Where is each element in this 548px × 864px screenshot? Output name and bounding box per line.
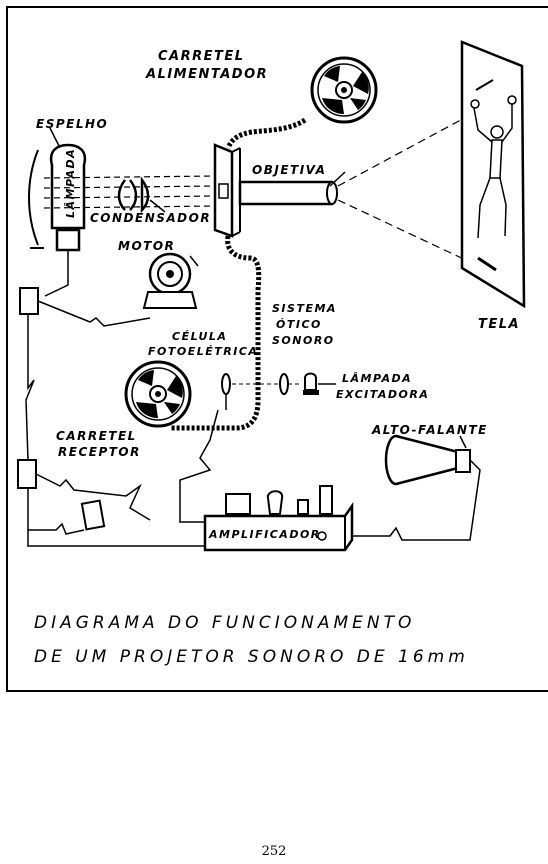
label-supply-reel-1: CARRETEL: [158, 49, 245, 64]
label-take-up-reel-2: RECEPTOR: [58, 445, 141, 459]
label-exciter-lamp-1: LÂMPADA: [342, 371, 412, 385]
motor: [144, 254, 198, 308]
loudspeaker: [386, 436, 470, 484]
label-take-up-reel-1: CARRETEL: [56, 429, 137, 443]
caption-line-2: DE UM PROJETOR SONORO DE 16mm: [34, 647, 469, 667]
screen: [462, 42, 524, 306]
caption-line-1: DIAGRAMA DO FUNCIONAMENTO: [34, 613, 415, 633]
label-mirror: ESPELHO: [36, 117, 108, 131]
sound-optics: [232, 374, 336, 396]
label-exciter-lamp-2: EXCITADORA: [336, 388, 429, 401]
label-photocell-2: FOTOELÉTRICA: [148, 345, 258, 358]
page-number: 252: [0, 844, 548, 859]
label-motor: MOTOR: [118, 239, 175, 253]
label-loudspeaker: ALTO-FALANTE: [371, 423, 488, 437]
film-gate: [215, 145, 240, 236]
label-screen: TELA: [478, 317, 520, 332]
label-supply-reel-2: ALIMENTADOR: [145, 67, 268, 82]
take-up-reel: [126, 362, 190, 426]
mirror: [29, 150, 38, 245]
photocell: [222, 374, 230, 410]
label-lens: OBJETIVA: [252, 163, 326, 177]
label-lamp: LÂMPADA: [63, 148, 77, 218]
label-optical-system-1: SISTEMA: [272, 302, 337, 315]
label-optical-system-2: ÓTICO: [276, 318, 322, 331]
projection-beam: [338, 115, 470, 262]
label-amplifier: AMPLIFICADOR: [208, 528, 321, 541]
label-condenser: CONDENSADOR: [90, 211, 211, 225]
film-path-upper: [228, 120, 305, 148]
label-photocell-1: CÉLULA: [172, 330, 227, 343]
supply-reel: [312, 58, 376, 122]
label-optical-system-3: SONORO: [272, 334, 335, 347]
